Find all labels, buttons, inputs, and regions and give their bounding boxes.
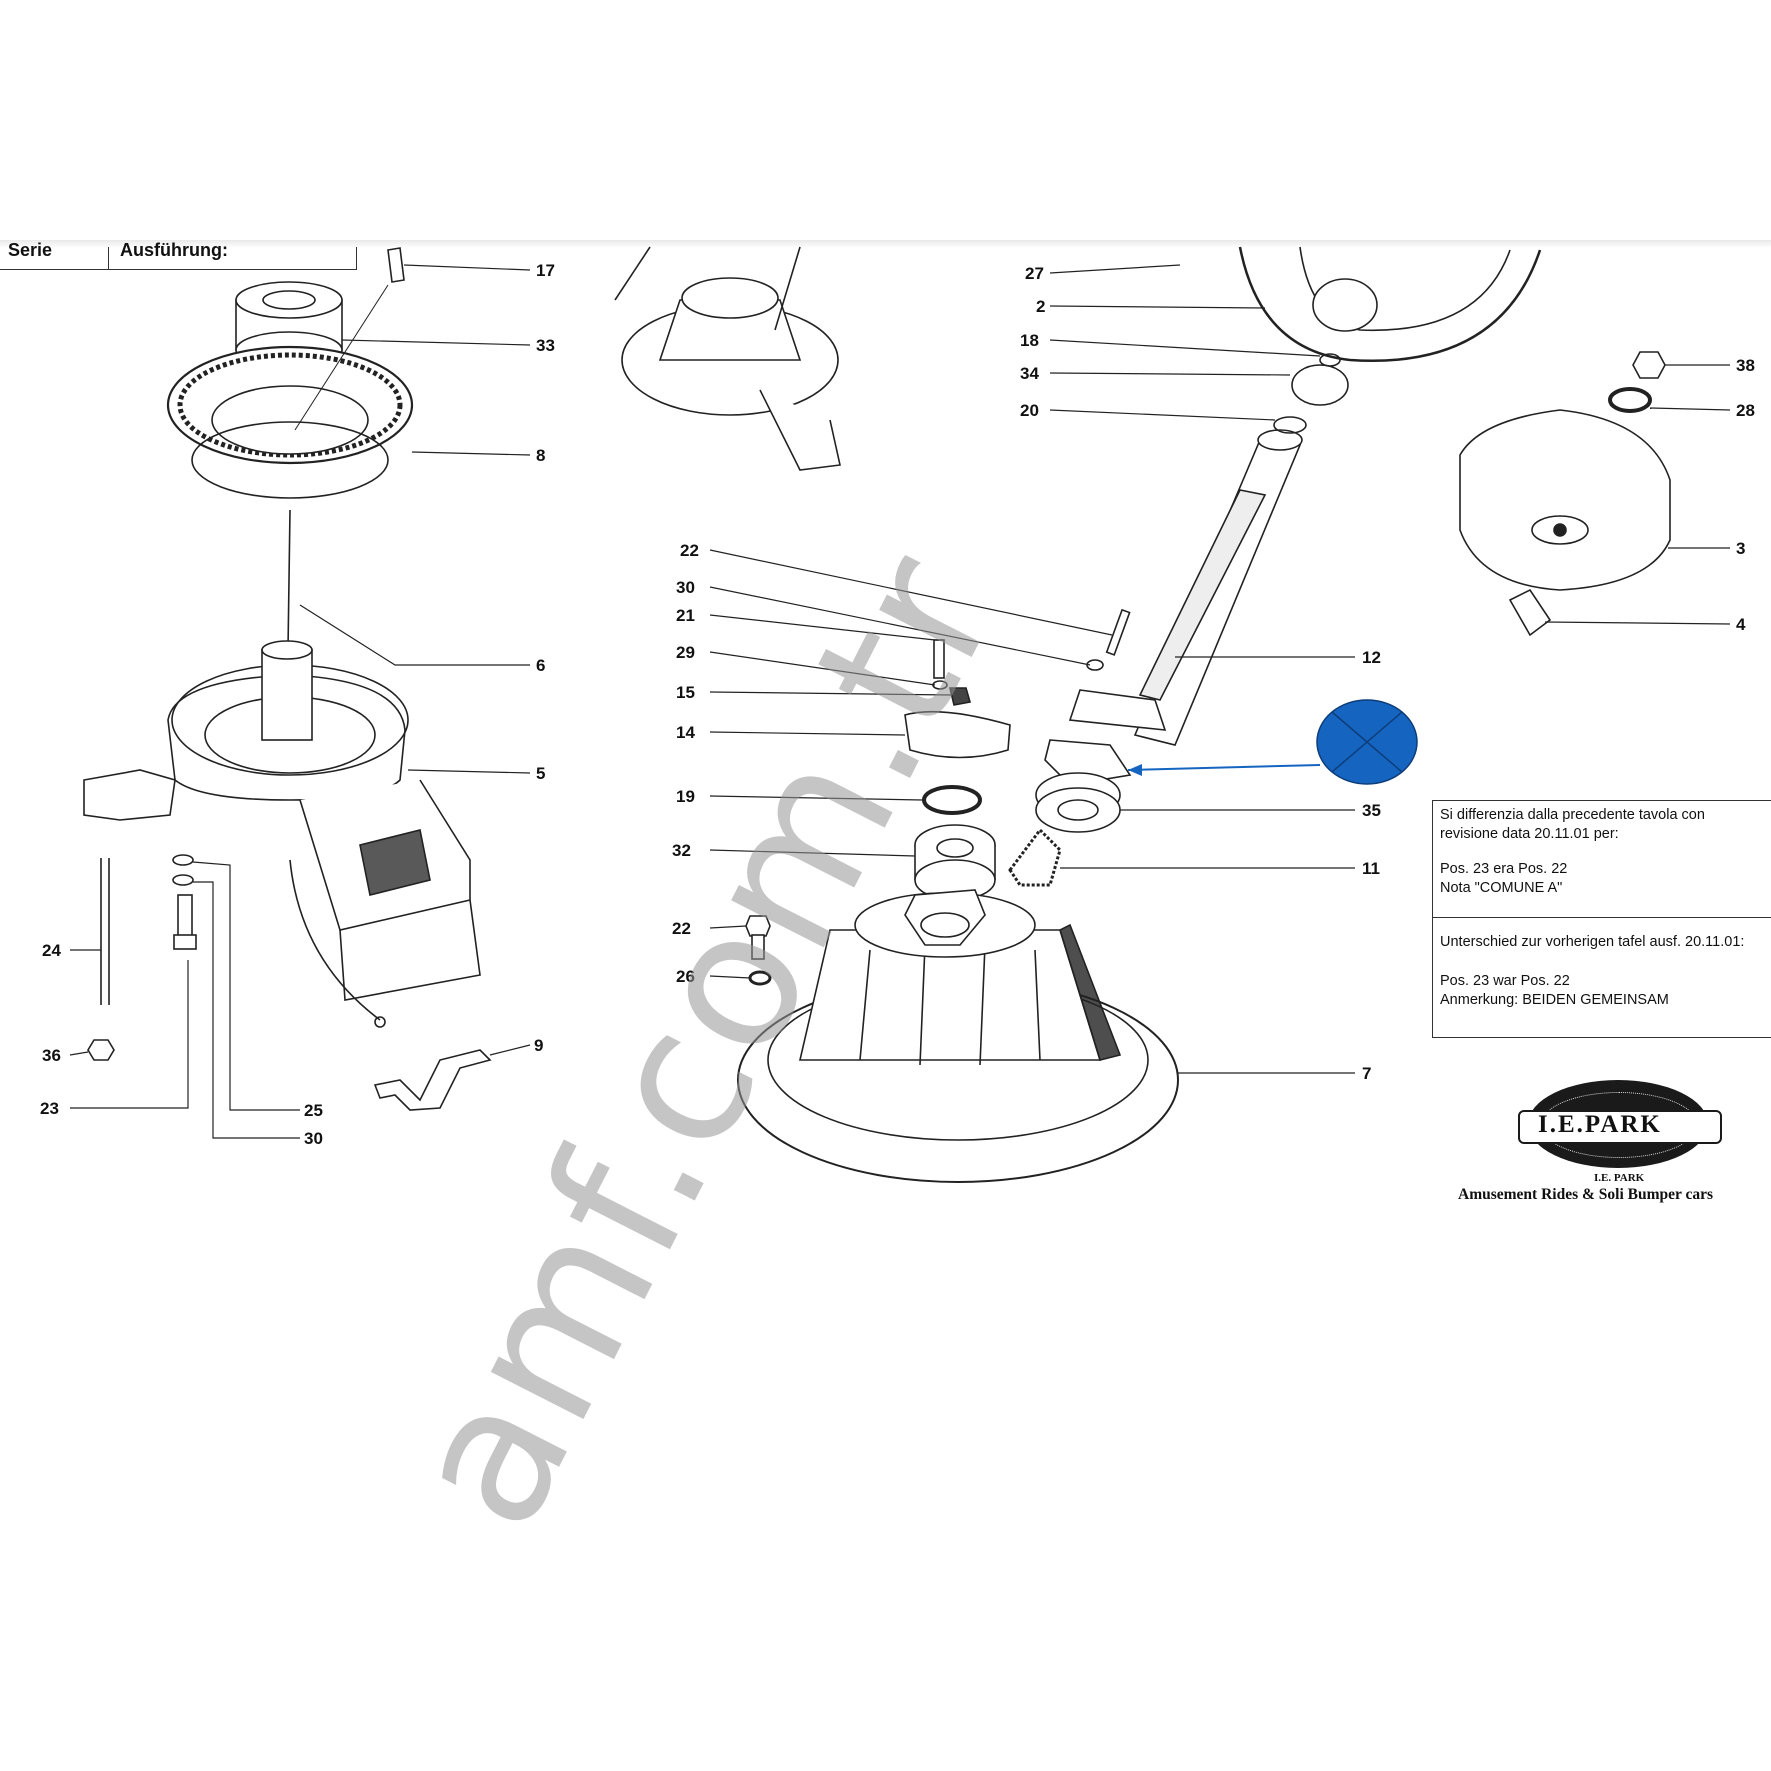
bolt-22 <box>1105 608 1131 656</box>
wire-6 <box>287 509 291 651</box>
ring-20 <box>1273 416 1307 434</box>
steering-wheel-2 <box>1238 246 1542 362</box>
bearing-35 <box>1035 772 1121 833</box>
callout-3: 3 <box>1736 539 1745 558</box>
callout-18: 18 <box>1020 331 1039 350</box>
callout-29: 29 <box>676 643 695 662</box>
callout-23: 23 <box>40 1099 59 1118</box>
bearing-32 <box>914 824 996 901</box>
highlight-marker <box>1127 699 1418 785</box>
callout-38: 38 <box>1736 356 1755 375</box>
hub-cap-3 <box>1459 409 1671 591</box>
iepark-logo-banner <box>1518 1110 1722 1144</box>
note-it-2: revisione data 20.11.01 per: <box>1440 826 1619 842</box>
washer-30b <box>1086 659 1104 671</box>
clip-18 <box>1319 353 1341 367</box>
bolt-23 <box>173 894 197 950</box>
callout-35: 35 <box>1362 801 1381 820</box>
callout-12: 12 <box>1362 648 1381 667</box>
callout-17: 17 <box>536 261 555 280</box>
bolt-21 <box>933 639 945 679</box>
pin-17 <box>387 247 405 283</box>
note-it-3: Pos. 23 era Pos. 22 <box>1440 861 1568 877</box>
header-table <box>0 247 357 270</box>
top-divider <box>0 240 1771 248</box>
callout-5: 5 <box>536 764 545 783</box>
callout-27: 27 <box>1025 264 1044 283</box>
callout-6: 6 <box>536 656 545 675</box>
callout-9: 9 <box>534 1036 543 1055</box>
washer-28 <box>1608 387 1652 413</box>
callout-25: 25 <box>304 1101 323 1120</box>
callout-2: 2 <box>1036 297 1045 316</box>
spacer-4 <box>1508 588 1552 637</box>
callout-4: 4 <box>1736 615 1746 634</box>
header-serie: Serie <box>8 240 53 260</box>
nut-38 <box>1632 351 1666 379</box>
note-it-4: Nota "COMUNE A" <box>1440 880 1563 896</box>
note-de-2: Pos. 23 war Pos. 22 <box>1440 973 1570 989</box>
callout-22: 22 <box>680 541 699 560</box>
callout-32: 32 <box>672 841 691 860</box>
callout-20: 20 <box>1020 401 1039 420</box>
callout-30: 30 <box>304 1129 323 1148</box>
callout-36: 36 <box>42 1046 61 1065</box>
note-de-1: Unterschied zur vorherigen tafel ausf. 2… <box>1440 934 1745 950</box>
cover-14 <box>904 710 1011 759</box>
callout-28: 28 <box>1736 401 1755 420</box>
washer-25 <box>172 854 194 866</box>
nut-36 <box>87 1039 115 1061</box>
callout-30-center: 30 <box>676 578 695 597</box>
stud-24 <box>100 858 110 1005</box>
header-divider <box>108 247 109 269</box>
revision-note-box <box>1432 800 1771 1038</box>
gear-8 <box>166 345 414 499</box>
base-7 <box>737 889 1179 1183</box>
steering-column-12 <box>1068 429 1303 746</box>
ring-19 <box>922 785 982 815</box>
callout-8: 8 <box>536 446 545 465</box>
iepark-logo-name: I.E.PARK <box>1538 1111 1662 1138</box>
callout-7: 7 <box>1362 1064 1371 1083</box>
nut-15 <box>948 687 972 706</box>
bearing-34 <box>1291 364 1349 406</box>
note-de-3: Anmerkung: BEIDEN GEMEINSAM <box>1440 992 1669 1008</box>
callout-11: 11 <box>1362 859 1380 878</box>
callout-15: 15 <box>676 683 695 702</box>
callout-22-lower: 22 <box>672 919 691 938</box>
washer-30 <box>172 874 194 886</box>
iepark-logo-small: I.E. PARK <box>1594 1172 1645 1184</box>
pinion-11 <box>1008 827 1062 887</box>
note-it-1: Si differenzia dalla precedente tavola c… <box>1440 807 1705 823</box>
revision-note-divider <box>1432 917 1771 918</box>
housing-5 <box>83 640 481 1028</box>
header-ausfuhrung: Ausführung: <box>120 240 228 260</box>
top-assembly <box>614 246 841 471</box>
clamp-9 <box>373 1049 492 1111</box>
callout-14: 14 <box>676 723 695 742</box>
callout-33: 33 <box>536 336 555 355</box>
callout-34: 34 <box>1020 364 1039 383</box>
callout-19: 19 <box>676 787 695 806</box>
callout-21: 21 <box>676 606 695 625</box>
iepark-tagline: Amusement Rides & Soli Bumper cars <box>1458 1186 1714 1203</box>
callout-24: 24 <box>42 941 61 960</box>
callout-26: 26 <box>676 967 695 986</box>
